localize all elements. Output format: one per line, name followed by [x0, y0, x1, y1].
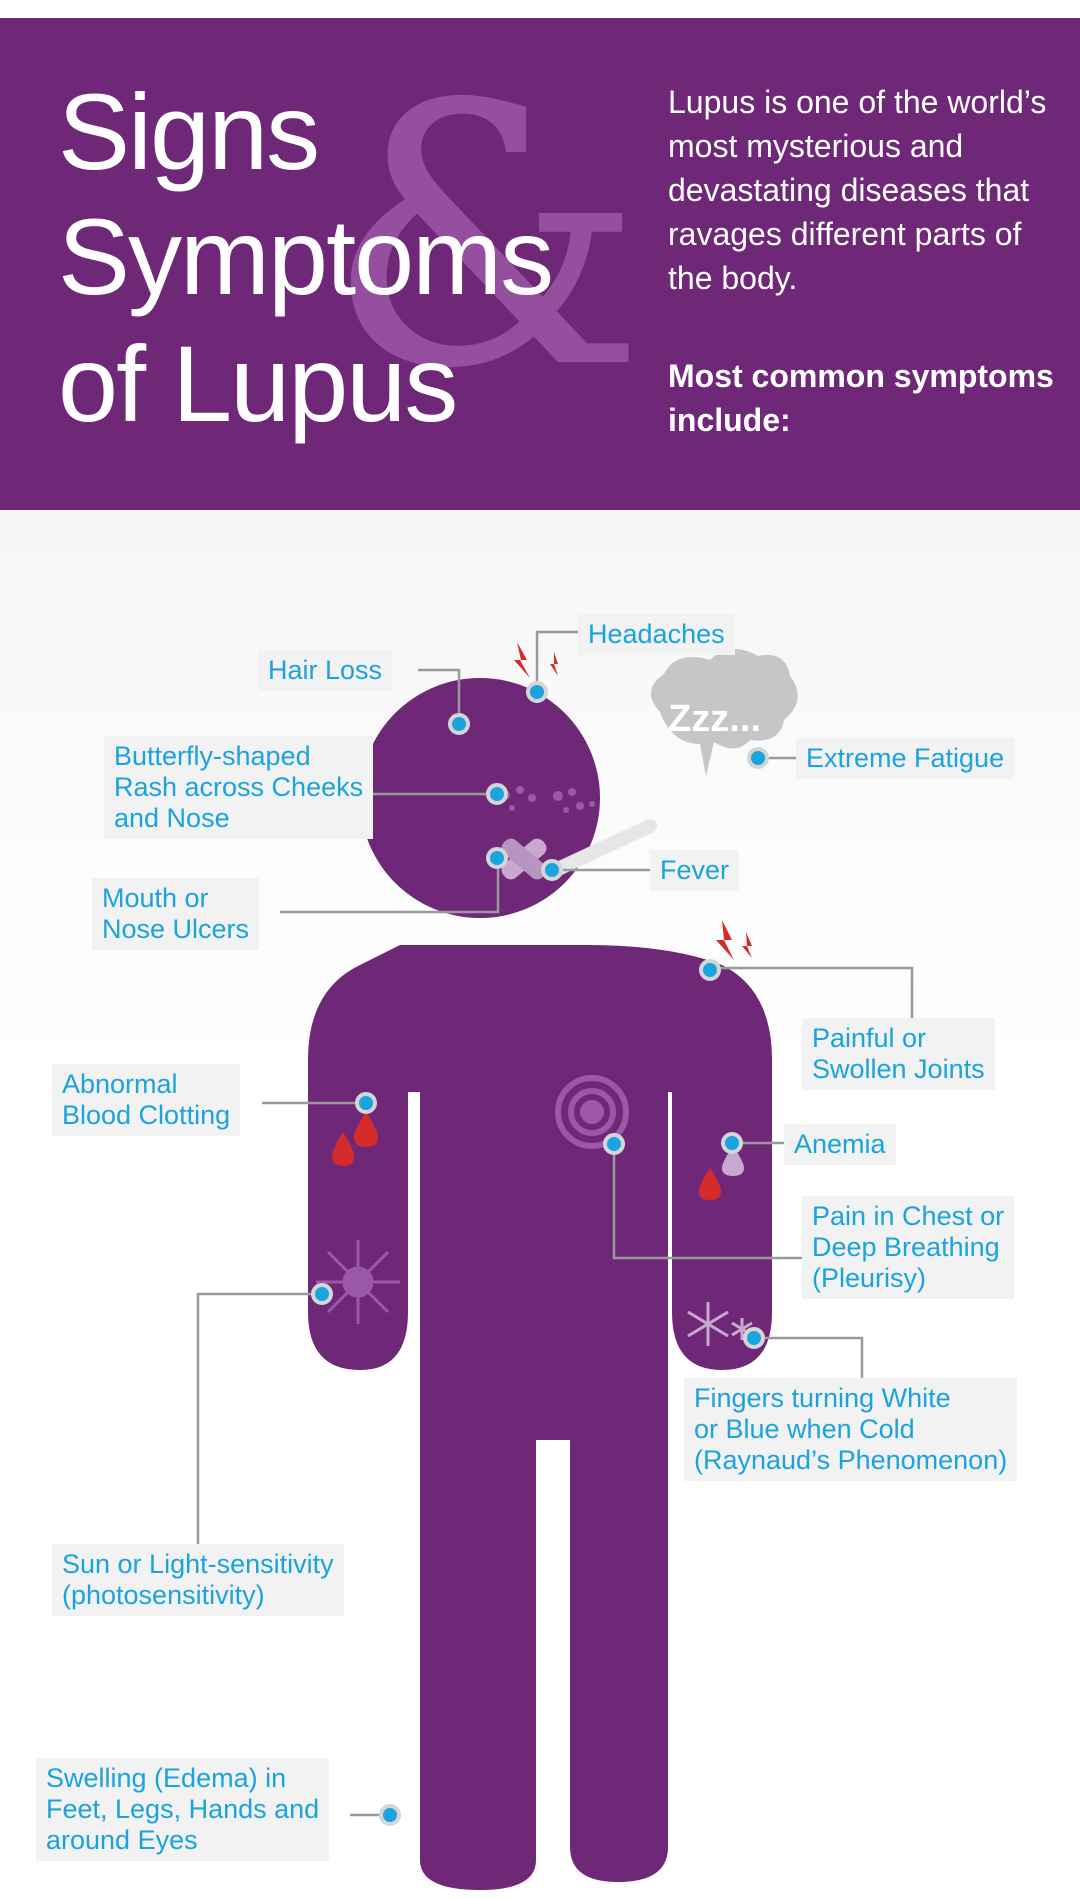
marker-hair-loss: [448, 713, 470, 735]
label-anemia: Anemia: [784, 1124, 896, 1165]
marker-raynauds: [743, 1327, 765, 1349]
torso-shape: [308, 945, 772, 1890]
anemia-drop-icon-2: [699, 1168, 721, 1200]
sun-icon: [316, 1240, 400, 1324]
symptom-markers: [311, 681, 769, 1826]
thought-cloud-icon: [650, 648, 798, 776]
title-line-3: of Lupus: [58, 323, 458, 444]
marker-joints: [699, 959, 721, 981]
label-headaches: Headaches: [578, 614, 735, 655]
thought-bubble: [650, 648, 798, 776]
label-fever: Fever: [650, 850, 740, 891]
header-banner: & Signs Symptoms of Lupus Lupus is one o…: [0, 18, 1080, 510]
label-extreme-fatigue: Extreme Fatigue: [796, 738, 1015, 779]
marker-anemia: [721, 1132, 743, 1154]
label-mouth-ulcers: Mouth or Nose Ulcers: [92, 878, 260, 950]
title-line-1: Signs: [58, 71, 320, 192]
marker-fatigue: [747, 747, 769, 769]
snowflake-icons: [687, 1302, 753, 1346]
label-swelling: Swelling (Edema) in Feet, Legs, Hands an…: [36, 1758, 330, 1861]
bandage-icon: [501, 838, 547, 880]
marker-chest: [603, 1133, 625, 1155]
intro-bold-text: Most common symptoms include:: [668, 358, 1054, 438]
joint-bolt-icon-2: [742, 932, 752, 958]
marker-rash: [486, 783, 508, 805]
ampersand-watermark: &: [325, 28, 646, 447]
snowflake-icon: [687, 1302, 729, 1346]
anemia-drop-icon: [722, 1146, 744, 1176]
clot-drop-icon: [332, 1132, 354, 1166]
head-shape: [360, 678, 600, 918]
intro-text: Lupus is one of the world’s most mysteri…: [668, 84, 1047, 296]
label-painful-joints: Painful or Swollen Joints: [802, 1018, 995, 1090]
label-photosensitivity: Sun or Light-sensitivity (photosensitivi…: [52, 1544, 344, 1616]
title-line-2: Symptoms: [58, 196, 554, 317]
joint-bolt-icon: [716, 920, 734, 960]
headache-bolt-icon: [514, 642, 530, 678]
marker-fever: [541, 859, 563, 881]
label-blood-clotting: Abnormal Blood Clotting: [52, 1064, 241, 1136]
chest-target-icon: [555, 1075, 629, 1149]
marker-clotting: [355, 1092, 377, 1114]
fatigue-zzz-text: Zzz...: [668, 698, 761, 740]
marker-headaches: [526, 681, 548, 703]
clot-drop-icon-2: [354, 1112, 378, 1147]
label-chest-pain: Pain in Chest or Deep Breathing (Pleuris…: [802, 1196, 1015, 1299]
lightning-icons: [514, 642, 752, 960]
marker-swelling: [379, 1804, 401, 1826]
headache-bolt-icon-2: [550, 652, 558, 676]
marker-ulcers: [486, 847, 508, 869]
label-hair-loss: Hair Loss: [258, 650, 393, 691]
human-silhouette: [308, 678, 772, 1890]
connector-lines: [196, 630, 914, 1817]
label-raynauds: Fingers turning White or Blue when Cold …: [684, 1378, 1018, 1481]
marker-photosensitivity: [311, 1283, 333, 1305]
label-butterfly-rash: Butterfly-shaped Rash across Cheeks and …: [104, 736, 374, 839]
blood-drop-icons: [332, 1112, 744, 1200]
